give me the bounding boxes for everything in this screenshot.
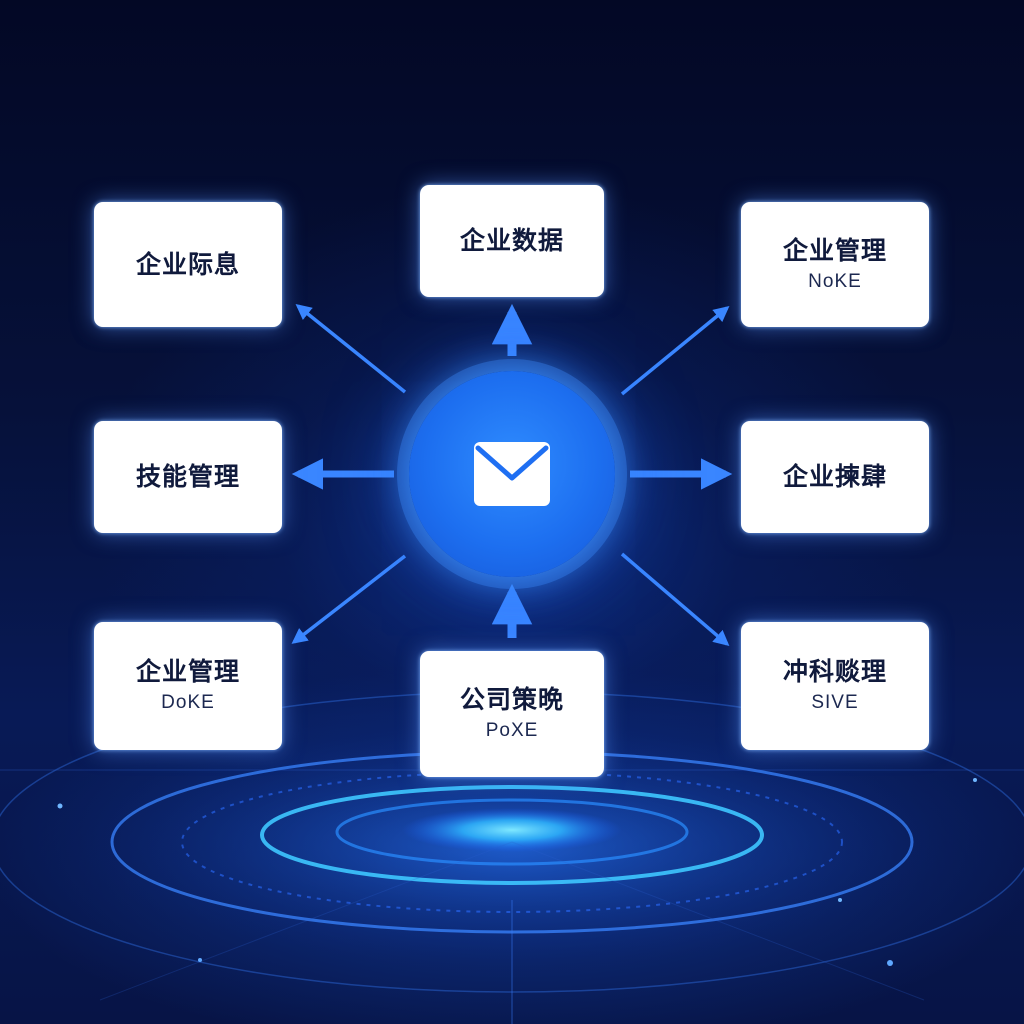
node-subtitle: DoKE xyxy=(161,692,215,713)
node-title: 技能管理 xyxy=(135,462,240,491)
node-card-bottom-left: 企业管理 DoKE xyxy=(94,622,282,750)
node-card-bottom-right: 冲科赕理 SIVE xyxy=(741,622,929,750)
central-hub xyxy=(409,371,615,577)
node-subtitle: PoXE xyxy=(485,720,539,741)
node-card-top: 企业数据 xyxy=(420,185,604,297)
node-title: 企业际息 xyxy=(135,249,240,279)
node-subtitle: NoKE xyxy=(808,270,862,292)
node-title: 企业管理 xyxy=(782,235,887,265)
arrow-to-bottom-left xyxy=(291,554,407,644)
arrow-to-top-right xyxy=(620,306,730,396)
envelope-icon xyxy=(474,442,550,506)
arrow-to-top-left xyxy=(295,304,407,394)
node-subtitle: SIVE xyxy=(811,692,859,713)
node-title: 冲科赕理 xyxy=(782,657,887,686)
arrow-to-bottom-right xyxy=(620,552,730,647)
node-card-left: 技能管理 xyxy=(94,421,282,533)
node-title: 企业数据 xyxy=(459,226,564,255)
node-title: 公司策晩 xyxy=(459,685,564,714)
node-title: 企业揀肆 xyxy=(782,462,887,491)
node-card-top-right: 企业管理 NoKE xyxy=(741,202,929,327)
node-card-right: 企业揀肆 xyxy=(741,421,929,533)
node-card-top-left: 企业际息 xyxy=(94,202,282,327)
node-title: 企业管理 xyxy=(135,657,240,686)
node-card-bottom: 公司策晩 PoXE xyxy=(420,651,604,777)
